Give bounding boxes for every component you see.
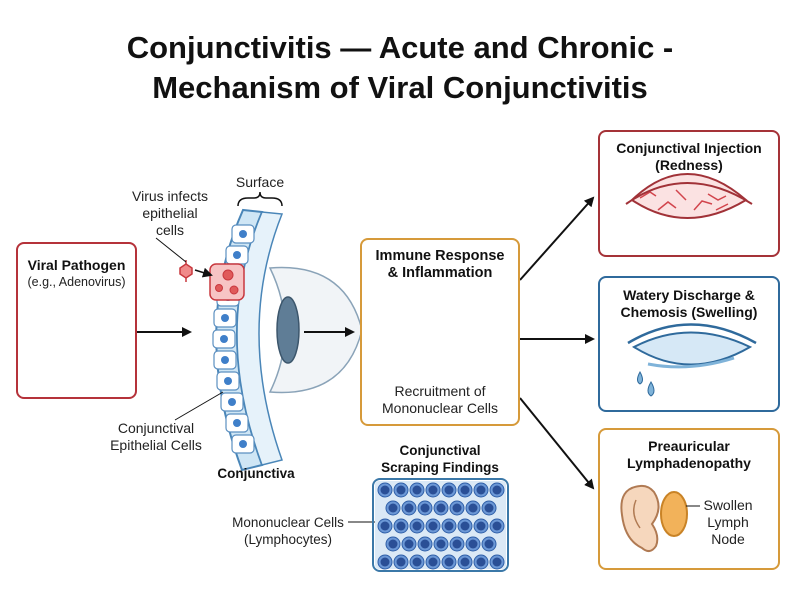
lymphocyte-nucleus <box>428 557 438 567</box>
lymphocyte-nucleus <box>436 503 446 513</box>
preauricular-lymphadenopathy-box <box>598 428 780 570</box>
virus-infects-label: Virus infects epithelial cells <box>132 188 208 238</box>
red-eye-icon <box>625 173 753 219</box>
pathogen-subtitle: (e.g., Adenovirus) <box>27 275 126 289</box>
lymphocyte-nucleus <box>476 557 486 567</box>
lymphocyte-nucleus <box>468 503 478 513</box>
lymphocyte-nucleus <box>380 521 390 531</box>
lymphocyte-nucleus <box>404 539 414 549</box>
lymphocyte-nucleus <box>452 503 462 513</box>
lymphocyte-nucleus <box>428 521 438 531</box>
lymphocyte-nucleus <box>460 557 470 567</box>
scraping-findings-box <box>372 478 509 572</box>
lymphocyte-nucleus <box>412 521 422 531</box>
lymphocyte-nucleus <box>380 557 390 567</box>
immune-title: Immune Response & Inflammation <box>375 248 505 281</box>
conjunctiva-label: Conjunctiva <box>217 466 295 481</box>
lymphocyte-nucleus <box>476 521 486 531</box>
mononuclear-cells-label: Mononuclear Cells (Lymphocytes) <box>232 515 344 547</box>
lymphocyte-cells <box>377 482 505 570</box>
lymphocyte-nucleus <box>492 521 502 531</box>
lymphocyte-nucleus <box>484 503 494 513</box>
lymphocyte-nucleus <box>460 485 470 495</box>
page-title: Conjunctivitis — Acute and Chronic - Mec… <box>0 28 800 108</box>
immune-response-box <box>360 238 520 426</box>
lymphocyte-nucleus <box>460 521 470 531</box>
discharge-title: Watery Discharge & Chemosis (Swelling) <box>620 287 758 320</box>
lymphocyte-nucleus <box>420 503 430 513</box>
lymphocyte-nucleus <box>396 557 406 567</box>
surface-brace <box>237 191 283 207</box>
swollen-lymph-node-label: Swollen Lymph Node <box>703 497 753 547</box>
lymphocyte-nucleus <box>452 539 462 549</box>
pathogen-title: Viral Pathogen <box>27 257 126 273</box>
lymphocyte-nucleus <box>484 539 494 549</box>
flow-arrows <box>137 196 595 490</box>
lymphocyte-nucleus <box>428 485 438 495</box>
lymphocyte-nucleus <box>492 485 502 495</box>
lymphocyte-nucleus <box>468 539 478 549</box>
lymphocyte-nucleus <box>444 557 454 567</box>
conjunctival-injection-box <box>598 130 780 257</box>
lymphocyte-nucleus <box>476 485 486 495</box>
conjunctiva-illustration <box>179 208 363 472</box>
lymphocyte-nucleus <box>420 539 430 549</box>
lymphocyte-nucleus <box>412 557 422 567</box>
lymphocyte-nucleus <box>380 485 390 495</box>
lymphocyte-nucleus <box>444 521 454 531</box>
title-line-2: Mechanism of Viral Conjunctivitis <box>152 70 648 105</box>
viral-pathogen-box <box>16 242 137 399</box>
scraping-title: Conjunctival Scraping Findings <box>381 443 499 475</box>
epithelial-cells-label: Conjunctival Epithelial Cells <box>110 420 202 453</box>
lymphocyte-nucleus <box>412 485 422 495</box>
lymphocyte-nucleus <box>444 485 454 495</box>
watery-discharge-box <box>598 276 780 412</box>
lymphocyte-nucleus <box>388 539 398 549</box>
lymphocyte-nucleus <box>396 485 406 495</box>
lymphocyte-nucleus <box>492 557 502 567</box>
immune-caption: Recruitment of Mononuclear Cells <box>382 383 498 416</box>
surface-label: Surface <box>235 174 285 190</box>
lymphocyte-nucleus <box>388 503 398 513</box>
injection-title: Conjunctival Injection (Redness) <box>616 140 762 173</box>
lymphadenopathy-title: Preauricular Lymphadenopathy <box>627 438 751 471</box>
watery-eye-icon <box>627 323 757 397</box>
lymphocyte-nucleus <box>396 521 406 531</box>
title-line-1: Conjunctivitis — Acute and Chronic - <box>126 30 674 65</box>
lymphocyte-nucleus <box>404 503 414 513</box>
ear-lymph-node-icon <box>620 484 700 552</box>
lymphocyte-nucleus <box>436 539 446 549</box>
